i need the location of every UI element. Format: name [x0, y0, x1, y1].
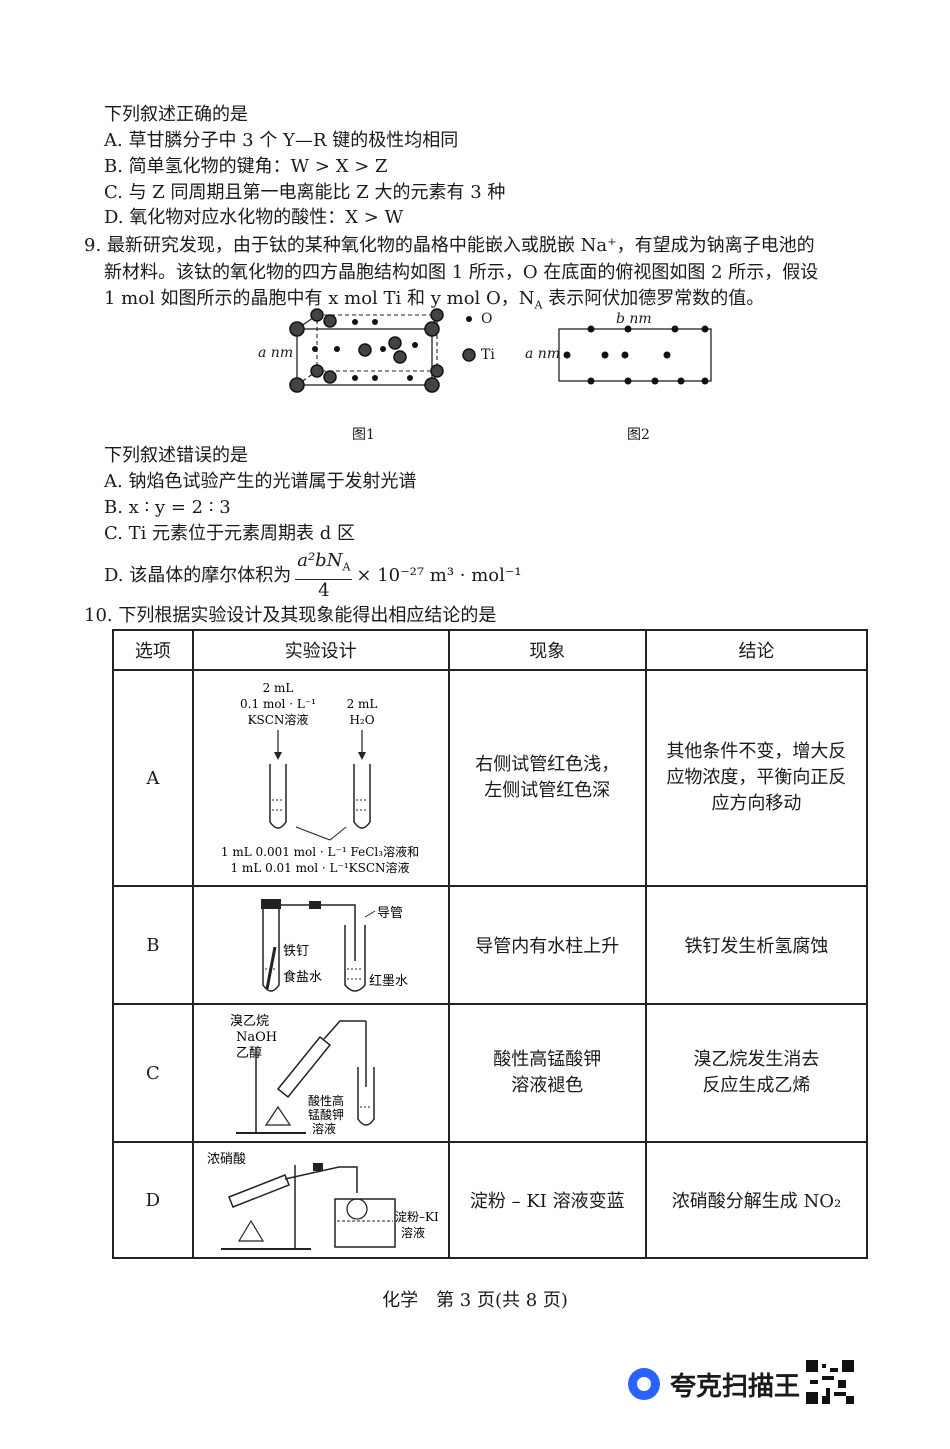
fig2-caption: 图2: [627, 427, 650, 443]
q9-option-d: D. 该晶体的摩尔体积为 a²bNA 4 × 10⁻²⁷ m³ · mol⁻¹: [104, 550, 522, 601]
row-b-design: 导管 铁钉 食盐水 红墨水: [191, 885, 450, 1005]
row-b-tube-left: [261, 901, 280, 992]
row-a-note-1: 1 mL 0.001 mol · L⁻¹ FeCl₃溶液和: [221, 844, 419, 859]
scanner-text: 夸克扫描王: [670, 1372, 801, 1402]
molar-volume-fraction: a²bNA 4: [295, 550, 353, 601]
row-d-conclusion: 浓硝酸分解生成 NO₂: [644, 1141, 869, 1259]
row-b-phenomenon: 导管内有水柱上升: [447, 885, 647, 1005]
q8-prompt: 下列叙述正确的是: [104, 104, 248, 125]
q9-stem-line3: 1 mol 如图所示的晶胞中有 x mol Ti 和 y mol O，NA 表示…: [104, 288, 765, 312]
row-b-label-nail: 铁钉: [283, 944, 309, 959]
row-a-note-2: 1 mL 0.01 mol · L⁻¹KSCN溶液: [230, 860, 409, 875]
row-d-design: 浓硝酸 淀粉–KI 溶液: [191, 1141, 450, 1259]
row-b-conclusion: 铁钉发生析氢腐蚀: [644, 885, 869, 1005]
row-a-left-reagent-3: KSCN溶液: [247, 712, 308, 727]
row-d-label-ki-1: 淀粉–KI: [395, 1210, 439, 1224]
row-a-design: 2 mL 0.1 mol · L⁻¹ KSCN溶液 2 mL H₂O 1 mL …: [191, 669, 450, 887]
row-c-label-2: NaOH: [236, 1030, 277, 1045]
q8-option-a: A. 草甘膦分子中 3 个 Y—R 键的极性均相同: [104, 130, 459, 151]
row-c-label2-3: 溶液: [312, 1121, 336, 1136]
row-a-left-reagent-2: 0.1 mol · L⁻¹: [240, 697, 316, 711]
table-row-d: D 浓硝酸 淀粉–KI 溶液 淀粉 – KI 溶液变蓝 浓硝酸分解生成 NO₂: [112, 1141, 869, 1259]
row-d-alcohol-lamp: [237, 1219, 264, 1242]
table-row-c: C 溴乙烷 NaOH 乙醇 酸性高 锰酸钾 溶液 酸性高锰酸钾 溶液褪色: [112, 1003, 869, 1143]
row-c-design: 溴乙烷 NaOH 乙醇 酸性高 锰酸钾 溶液: [191, 1003, 450, 1143]
q9-stem-line2: 新材料。该钛的氧化物的四方晶胞结构如图 1 所示，O 在底面的俯视图如图 2 所…: [104, 262, 819, 283]
experiment-table: 选项 实验设计 现象 结论 A 2 mL 0.1 mol · L⁻¹ KSCN溶…: [112, 629, 869, 1259]
header-option: 选项: [112, 629, 194, 671]
header-design: 实验设计: [191, 629, 450, 671]
row-a-phenomenon: 右侧试管红色浅， 左侧试管红色深: [447, 669, 647, 887]
legend-ti-marker: [462, 348, 476, 362]
q9-stem-line1: 9. 最新研究发现，由于钛的某种氧化物的晶格中能嵌入或脱嵌 Na⁺，有望成为钠离…: [84, 235, 815, 256]
page-footer: 化学 第 3 页(共 8 页): [382, 1290, 568, 1311]
q10-stem: 10. 下列根据实验设计及其现象能得出相应结论的是: [84, 605, 497, 626]
row-b-connecting-tube: [280, 904, 356, 961]
row-c-reaction-tube: [276, 1035, 331, 1099]
figure-2-top-view: [558, 325, 712, 385]
header-phenomenon: 现象: [447, 629, 647, 671]
row-a-conclusion: 其他条件不变，增大反 应物浓度，平衡向正反 应方向移动: [644, 669, 869, 887]
q8-option-c: C. 与 Z 同周期且第一电离能比 Z 大的元素有 3 种: [104, 182, 506, 203]
row-a-option: A: [112, 669, 194, 887]
fig1-legend-o: O: [481, 311, 493, 327]
row-a-right-reagent-1: 2 mL: [346, 697, 377, 711]
q8-option-d: D. 氧化物对应水化物的酸性：X > W: [104, 207, 404, 228]
fig1-legend-ti: Ti: [481, 347, 495, 363]
row-b-label-tube: 导管: [377, 906, 403, 921]
row-b-label-ink: 红墨水: [369, 973, 408, 989]
row-d-label-acid: 浓硝酸: [207, 1152, 246, 1167]
row-c-label-3: 乙醇: [236, 1045, 262, 1061]
q9-option-a: A. 钠焰色试验产生的光谱属于发射光谱: [104, 471, 417, 492]
table-row-a: A 2 mL 0.1 mol · L⁻¹ KSCN溶液 2 mL H₂O: [112, 669, 869, 887]
row-c-option: C: [112, 1003, 194, 1143]
row-c-conclusion: 溴乙烷发生消去 反应生成乙烯: [644, 1003, 869, 1143]
fig1-side-label: a nm: [258, 345, 294, 361]
fig1-caption: 图1: [352, 427, 375, 443]
row-b-iron-nail: [265, 946, 277, 990]
fig2-top-label: b nm: [616, 311, 652, 327]
table-row-b: B 导管 铁钉 食盐水 红墨水 导管内有水柱上升 铁钉发生析氢腐蚀: [112, 885, 869, 1005]
table-header-row: 选项 实验设计 现象 结论: [112, 629, 869, 671]
row-c-label-1: 溴乙烷: [230, 1014, 269, 1029]
row-a-left-tube: [268, 764, 287, 829]
q8-option-b: B. 简单氢化物的键角：W > X > Z: [104, 156, 388, 177]
row-c-label2-1: 酸性高: [308, 1093, 344, 1108]
q9-option-c: C. Ti 元素位于元素周期表 d 区: [104, 523, 356, 544]
row-a-left-reagent-1: 2 mL: [262, 681, 293, 695]
q9-prompt: 下列叙述错误的是: [104, 445, 248, 466]
header-conclusion: 结论: [644, 629, 869, 671]
row-a-right-tube: [352, 764, 371, 829]
row-d-option: D: [112, 1141, 194, 1259]
row-c-collection-tube: [356, 1067, 375, 1126]
fig2-side-label: a nm: [525, 346, 561, 362]
row-b-tube-right: [343, 925, 366, 992]
row-a-right-reagent-2: H₂O: [349, 713, 374, 727]
qr-code-icon: [806, 1360, 854, 1404]
scanner-logo-icon: [628, 1368, 660, 1400]
row-d-beaker: [333, 1198, 396, 1248]
figure-1-unit-cell: [289, 308, 476, 393]
q9-option-b: B. x ∶ y = 2 ∶ 3: [104, 497, 231, 518]
scanner-watermark: 夸克扫描王: [628, 1360, 878, 1404]
row-c-phenomenon: 酸性高锰酸钾 溶液褪色: [447, 1003, 647, 1143]
row-b-option: B: [112, 885, 194, 1005]
row-d-phenomenon: 淀粉 – KI 溶液变蓝: [447, 1141, 647, 1259]
row-d-reaction-tube: [227, 1174, 290, 1208]
row-c-label2-2: 锰酸钾: [308, 1107, 344, 1122]
legend-o-marker: [466, 316, 472, 322]
row-c-alcohol-lamp: [264, 1105, 291, 1126]
row-b-label-salt: 食盐水: [283, 969, 322, 985]
row-d-label-ki-2: 溶液: [401, 1225, 425, 1240]
